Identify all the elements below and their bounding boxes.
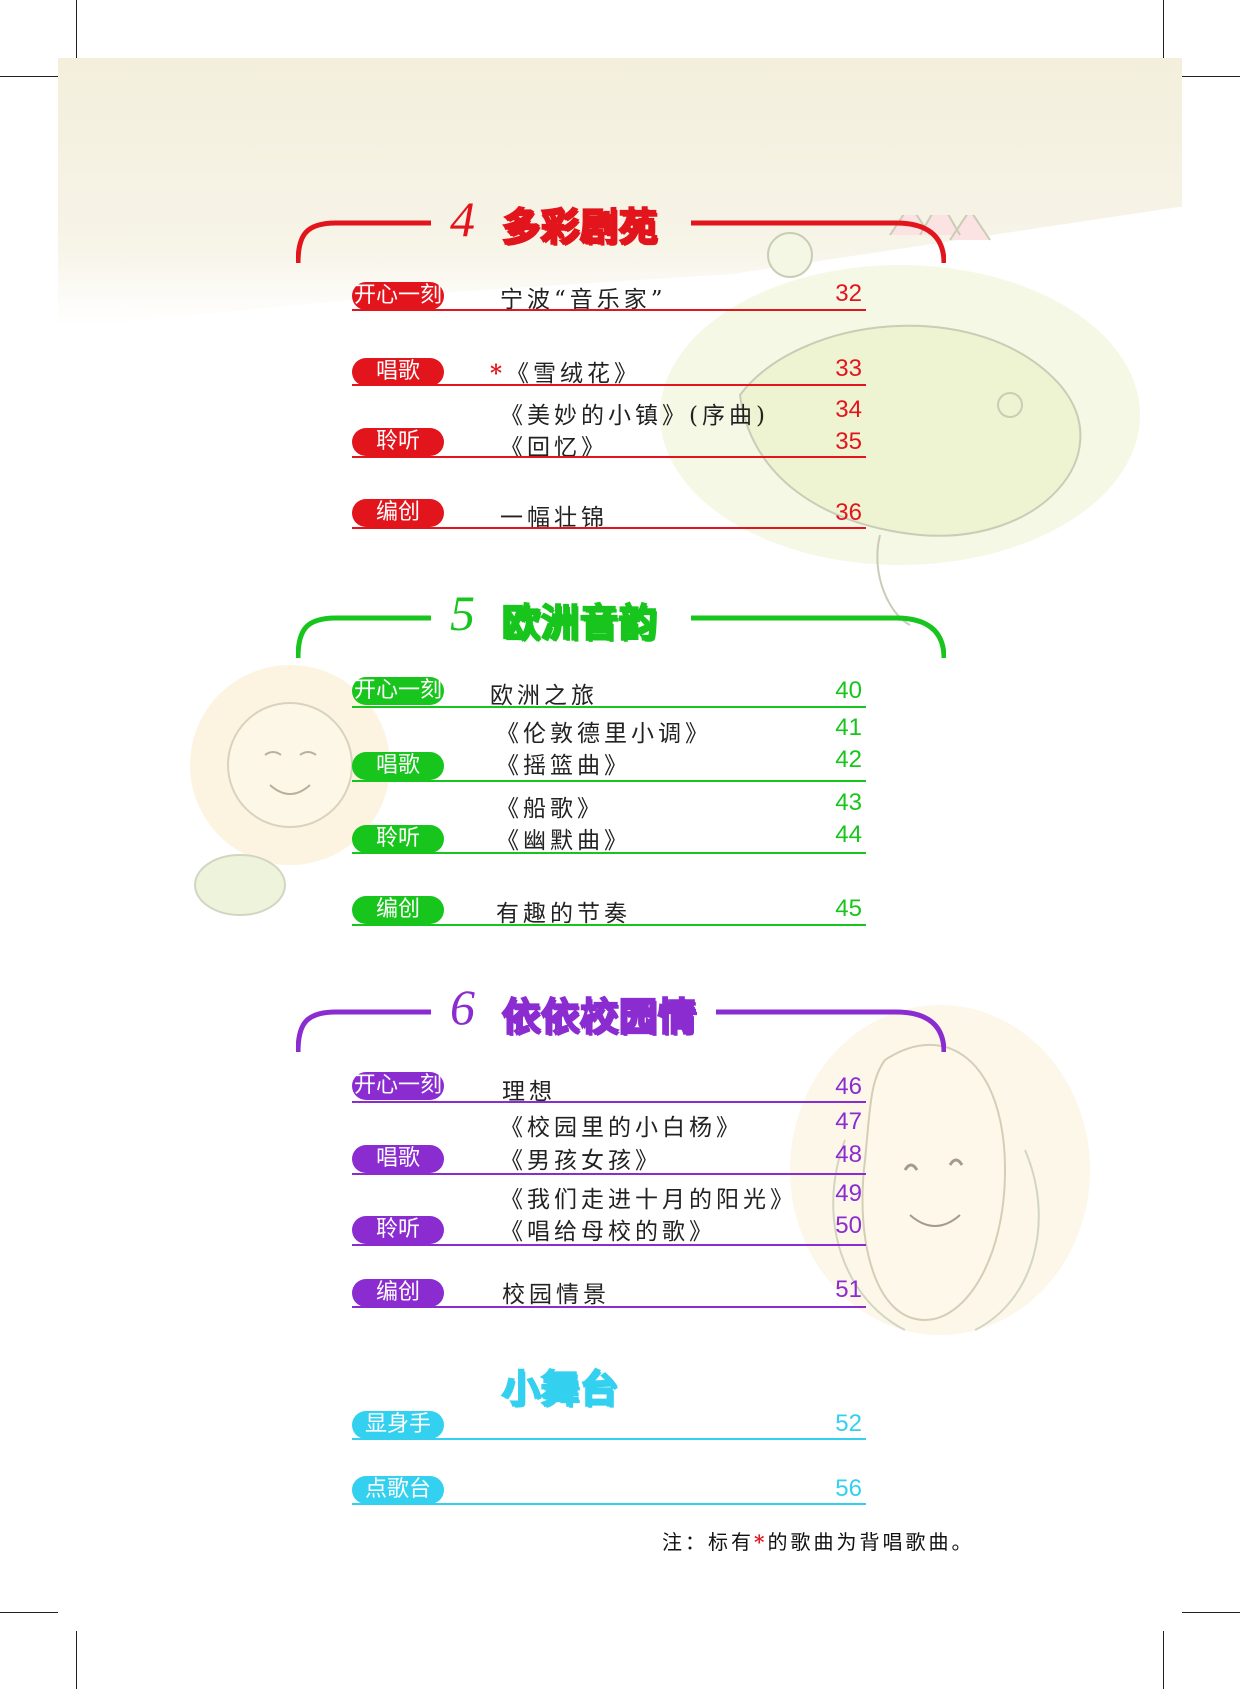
entry-underline (352, 852, 866, 854)
section-number: 5 (450, 585, 475, 641)
page-number: 50 (835, 1212, 862, 1239)
page-number: 56 (835, 1475, 862, 1502)
page-number: 47 (835, 1108, 862, 1135)
category-badge-showcase: 显身手 (352, 1411, 444, 1439)
category-badge-create: 编创 (352, 499, 444, 527)
entry-title[interactable]: 有趣的节奏 (496, 901, 631, 927)
entry-underline (352, 1173, 866, 1175)
entry-title[interactable]: 《我们走进十月的阳光》 (500, 1187, 797, 1213)
category-badge-create: 编创 (352, 1279, 444, 1307)
category-badge-happy: 开心一刻 (352, 282, 444, 310)
page-number: 48 (835, 1141, 862, 1168)
category-badge-listen: 聆听 (352, 1216, 444, 1244)
page-number: 35 (835, 428, 862, 455)
entry-underline (352, 309, 866, 311)
entry-title[interactable]: 校园情景 (502, 1282, 610, 1308)
entry-title[interactable]: 《美妙的小镇》(序曲) (500, 403, 769, 429)
entry-title[interactable]: 《幽默曲》 (496, 828, 631, 854)
category-badge-song-request: 点歌台 (352, 1476, 444, 1504)
crop-mark (1182, 1612, 1240, 1613)
crop-mark (76, 0, 77, 58)
entry-underline (352, 1244, 866, 1246)
page-number: 52 (835, 1410, 862, 1437)
page-number: 41 (835, 714, 862, 741)
entry-title[interactable]: 《男孩女孩》 (500, 1148, 662, 1174)
page-number: 45 (835, 895, 862, 922)
section-title: 依依校园情 (501, 994, 698, 1040)
entry-title[interactable]: 《船歌》 (496, 796, 604, 822)
section-title: 欧洲音韵 (501, 600, 659, 646)
page-number: 40 (835, 677, 862, 704)
entry-title[interactable]: *《雪绒花》 (490, 360, 642, 387)
category-badge-sing: 唱歌 (352, 358, 444, 386)
section-title: 多彩剧苑 (501, 204, 659, 250)
page-number: 51 (835, 1276, 862, 1303)
entry-underline (352, 384, 866, 386)
section-number: 6 (450, 979, 475, 1035)
entry-title[interactable]: 《伦敦德里小调》 (496, 721, 712, 747)
recitation-star: * (490, 360, 507, 387)
page-number: 42 (835, 746, 862, 773)
entry-underline (352, 706, 866, 708)
entry-underline (352, 527, 866, 529)
page-number: 33 (835, 355, 862, 382)
page-number: 36 (835, 499, 862, 526)
section-number: 4 (450, 191, 475, 247)
section-6-frame (296, 1009, 946, 1053)
entry-underline (352, 1101, 866, 1103)
crop-mark (0, 76, 58, 77)
entry-title[interactable]: 《摇篮曲》 (496, 753, 631, 779)
page-number: 44 (835, 821, 862, 848)
crop-mark (0, 1612, 58, 1613)
section-5-frame (296, 615, 946, 659)
section-4-frame (296, 220, 946, 264)
category-badge-happy: 开心一刻 (352, 1072, 444, 1100)
entry-underline (352, 1503, 866, 1505)
page-number: 32 (835, 280, 862, 307)
entry-title[interactable]: 宁波“音乐家” (500, 287, 667, 313)
entry-title[interactable]: 欧洲之旅 (490, 683, 598, 709)
category-badge-happy: 开心一刻 (352, 677, 444, 705)
crop-mark (1163, 1631, 1164, 1689)
category-badge-listen: 聆听 (352, 428, 444, 456)
crop-mark (1163, 0, 1164, 58)
corn-illustration (790, 1005, 1090, 1335)
lotus-frog-illustration (660, 215, 1140, 626)
entry-title[interactable]: 《校园里的小白杨》 (500, 1115, 743, 1141)
page-number: 46 (835, 1073, 862, 1100)
footnote: 注：标有*的歌曲为背唱歌曲。 (662, 1530, 975, 1554)
entry-title[interactable]: 《唱给母校的歌》 (500, 1219, 716, 1245)
entry-title[interactable]: 一幅壮锦 (500, 505, 608, 531)
sunflower-illustration (190, 665, 390, 916)
category-badge-sing: 唱歌 (352, 1145, 444, 1173)
page-number: 43 (835, 789, 862, 816)
recitation-star: * (754, 1530, 768, 1554)
page-number: 34 (835, 396, 862, 423)
category-badge-listen: 聆听 (352, 825, 444, 853)
section-title: 小舞台 (501, 1366, 620, 1412)
category-badge-sing: 唱歌 (352, 752, 444, 780)
crop-mark (1182, 76, 1240, 77)
category-badge-create: 编创 (352, 896, 444, 924)
entry-underline (352, 456, 866, 458)
entry-underline (352, 924, 866, 926)
crop-mark (76, 1631, 77, 1689)
entry-underline (352, 1306, 866, 1308)
entry-title[interactable]: 理想 (502, 1079, 556, 1105)
entry-underline (352, 1438, 866, 1440)
entry-underline (352, 780, 866, 782)
page-number: 49 (835, 1180, 862, 1207)
